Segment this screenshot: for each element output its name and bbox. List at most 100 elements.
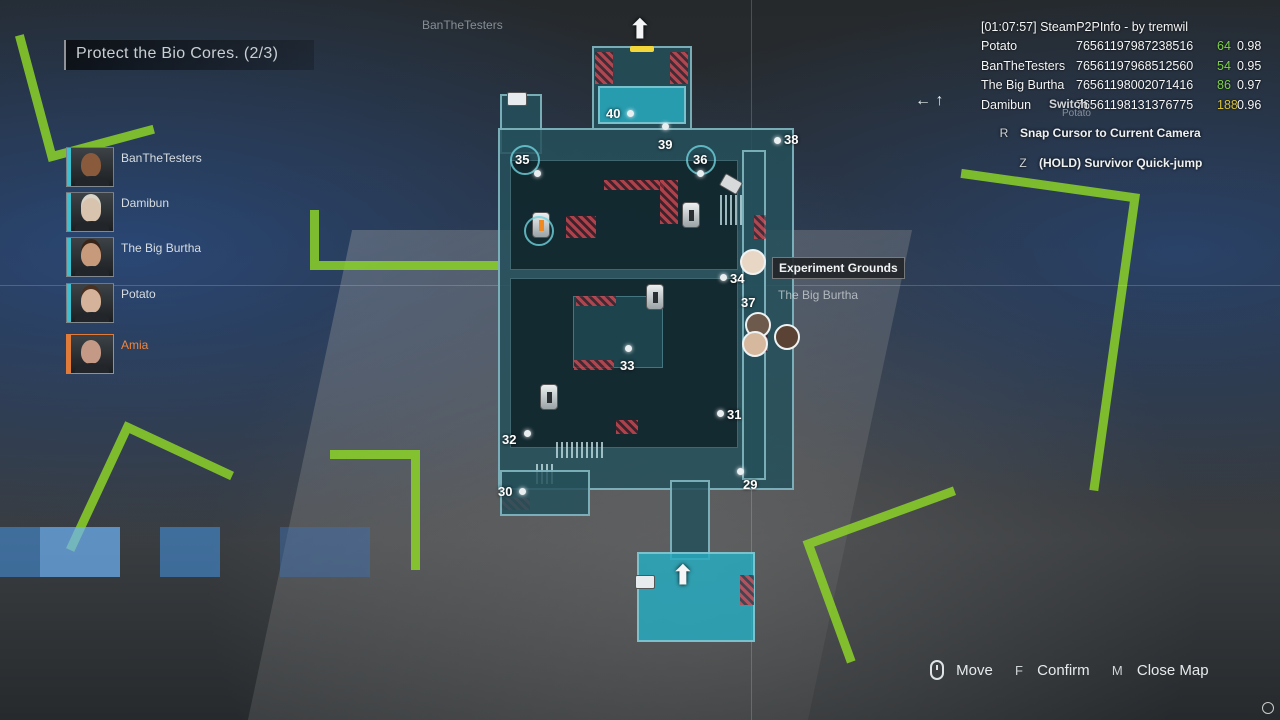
- item-box-icon: [635, 575, 655, 589]
- camera-marker-32[interactable]: 32: [502, 432, 517, 447]
- map-room-highlight: [637, 552, 755, 642]
- camera-marker-30[interactable]: 30: [498, 484, 513, 499]
- p2p-quality: 0.98: [1237, 39, 1262, 53]
- confirm-button[interactable]: Confirm: [1037, 661, 1090, 679]
- p2p-name: BanTheTesters: [981, 58, 1066, 73]
- survivor-map-pin[interactable]: [742, 331, 768, 357]
- camera-icon: [662, 123, 669, 130]
- camera-icon: [625, 345, 632, 352]
- player-name: Potato: [121, 287, 156, 301]
- camera-icon: [720, 274, 727, 281]
- bio-core-icon[interactable]: [646, 284, 664, 310]
- player-portrait: [66, 283, 114, 323]
- camera-marker-31[interactable]: 31: [727, 407, 742, 422]
- camera-icon: [534, 170, 541, 177]
- restricted-area: [660, 180, 678, 224]
- camera-marker-40[interactable]: 40: [606, 106, 621, 121]
- camera-marker-29[interactable]: 29: [743, 477, 758, 492]
- stairs: [556, 442, 606, 458]
- glitch-strip: [0, 527, 40, 577]
- settings-icon: [1262, 702, 1274, 714]
- bio-core-icon[interactable]: [682, 202, 700, 228]
- restricted-area: [574, 360, 614, 370]
- map-room: [500, 470, 590, 516]
- p2p-ping: 54: [1217, 58, 1231, 73]
- restricted-area: [754, 215, 766, 239]
- survivor-map-pin[interactable]: [740, 249, 766, 275]
- camera-marker-33[interactable]: 33: [620, 358, 635, 373]
- restricted-area: [670, 52, 688, 84]
- arrow-keys-icon: ← ↑: [915, 92, 944, 109]
- item-box-icon: [507, 92, 527, 106]
- camera-icon: [774, 137, 781, 144]
- camera-marker-34[interactable]: 34: [730, 271, 745, 286]
- glitch-strip: [40, 527, 120, 577]
- map-room: [670, 480, 710, 560]
- p2p-info-row: Damibun 76561198131376775 188 0.96: [981, 98, 1271, 118]
- player-entry-local[interactable]: Amia: [66, 334, 326, 374]
- player-portrait: [66, 237, 114, 277]
- green-marker-shape: [310, 210, 500, 270]
- door-indicator: [630, 46, 654, 52]
- camera-marker-35[interactable]: 35: [515, 152, 530, 167]
- player-entry[interactable]: The Big Burtha: [66, 237, 326, 277]
- stairs: [720, 195, 742, 225]
- key-f: F: [1015, 662, 1023, 678]
- map-room-highlight: [598, 86, 686, 124]
- restricted-area: [566, 216, 596, 238]
- bio-core-icon[interactable]: [540, 384, 558, 410]
- hint-label: (HOLD) Survivor Quick-jump: [1039, 156, 1203, 170]
- player-entry[interactable]: BanTheTesters: [66, 147, 326, 187]
- switch-hint-partial: Switch: [1049, 97, 1088, 111]
- restricted-area: [604, 180, 664, 190]
- move-label: Move: [956, 661, 993, 679]
- camera-marker-36[interactable]: 36: [693, 152, 708, 167]
- p2p-info-header: [01:07:57] SteamP2PInfo - by tremwil: [981, 20, 1189, 34]
- close-map-button[interactable]: Close Map: [1136, 661, 1209, 679]
- player-portrait: [66, 192, 114, 232]
- p2p-steam-id: 76561198002071416: [1076, 78, 1194, 92]
- key-z: Z: [1019, 156, 1027, 170]
- p2p-name: The Big Burtha: [981, 78, 1065, 92]
- restricted-area: [576, 296, 616, 306]
- restricted-area: [616, 420, 638, 434]
- survivor-map-pin[interactable]: [774, 324, 800, 350]
- p2p-quality: 0.96: [1237, 97, 1262, 112]
- player-name: BanTheTesters: [121, 151, 202, 165]
- glitch-strip: [160, 527, 220, 577]
- p2p-info-row: Potato 76561197987238516 64 0.98: [981, 39, 1271, 59]
- restricted-area: [740, 575, 754, 605]
- camera-marker-39[interactable]: 39: [658, 137, 673, 152]
- glitch-strip: [280, 527, 370, 577]
- p2p-info-row: BanTheTesters 76561197968512560 54 0.95: [981, 59, 1271, 79]
- camera-marker-38[interactable]: 38: [784, 132, 799, 147]
- camera-icon: [627, 110, 634, 117]
- p2p-steam-id: 76561198131376775: [1076, 97, 1194, 112]
- quick-jump-hint[interactable]: Z (HOLD) Survivor Quick-jump: [1015, 156, 1202, 170]
- camera-range-ring: [524, 216, 554, 246]
- location-label: Experiment Grounds: [772, 257, 905, 279]
- player-name-tag: Potato: [1062, 108, 1091, 119]
- p2p-quality: 0.95: [1237, 58, 1262, 73]
- mouse-icon: [930, 660, 944, 680]
- p2p-ping: 64: [1217, 39, 1231, 53]
- p2p-steam-id: 76561197968512560: [1076, 58, 1194, 73]
- player-portrait: [66, 334, 114, 374]
- camera-marker-37[interactable]: 37: [741, 295, 756, 310]
- p2p-ping: 188: [1217, 97, 1238, 112]
- camera-icon: [519, 488, 526, 495]
- player-entry[interactable]: Damibun: [66, 192, 326, 232]
- player-entry[interactable]: Potato: [66, 283, 326, 323]
- player-name: The Big Burtha: [121, 241, 202, 255]
- exit-arrow-icon: ⬆: [629, 14, 651, 44]
- location-player-name: The Big Burtha: [778, 288, 859, 302]
- p2p-name: Damibun: [981, 97, 1032, 112]
- p2p-ping: 86: [1217, 78, 1231, 92]
- p2p-quality: 0.97: [1237, 78, 1262, 92]
- p2p-name: Potato: [981, 39, 1018, 53]
- exit-arrow-icon: ⬆: [672, 560, 694, 590]
- map-controls: Move F Confirm M Close Map: [930, 660, 1209, 686]
- key-r: R: [999, 126, 1009, 140]
